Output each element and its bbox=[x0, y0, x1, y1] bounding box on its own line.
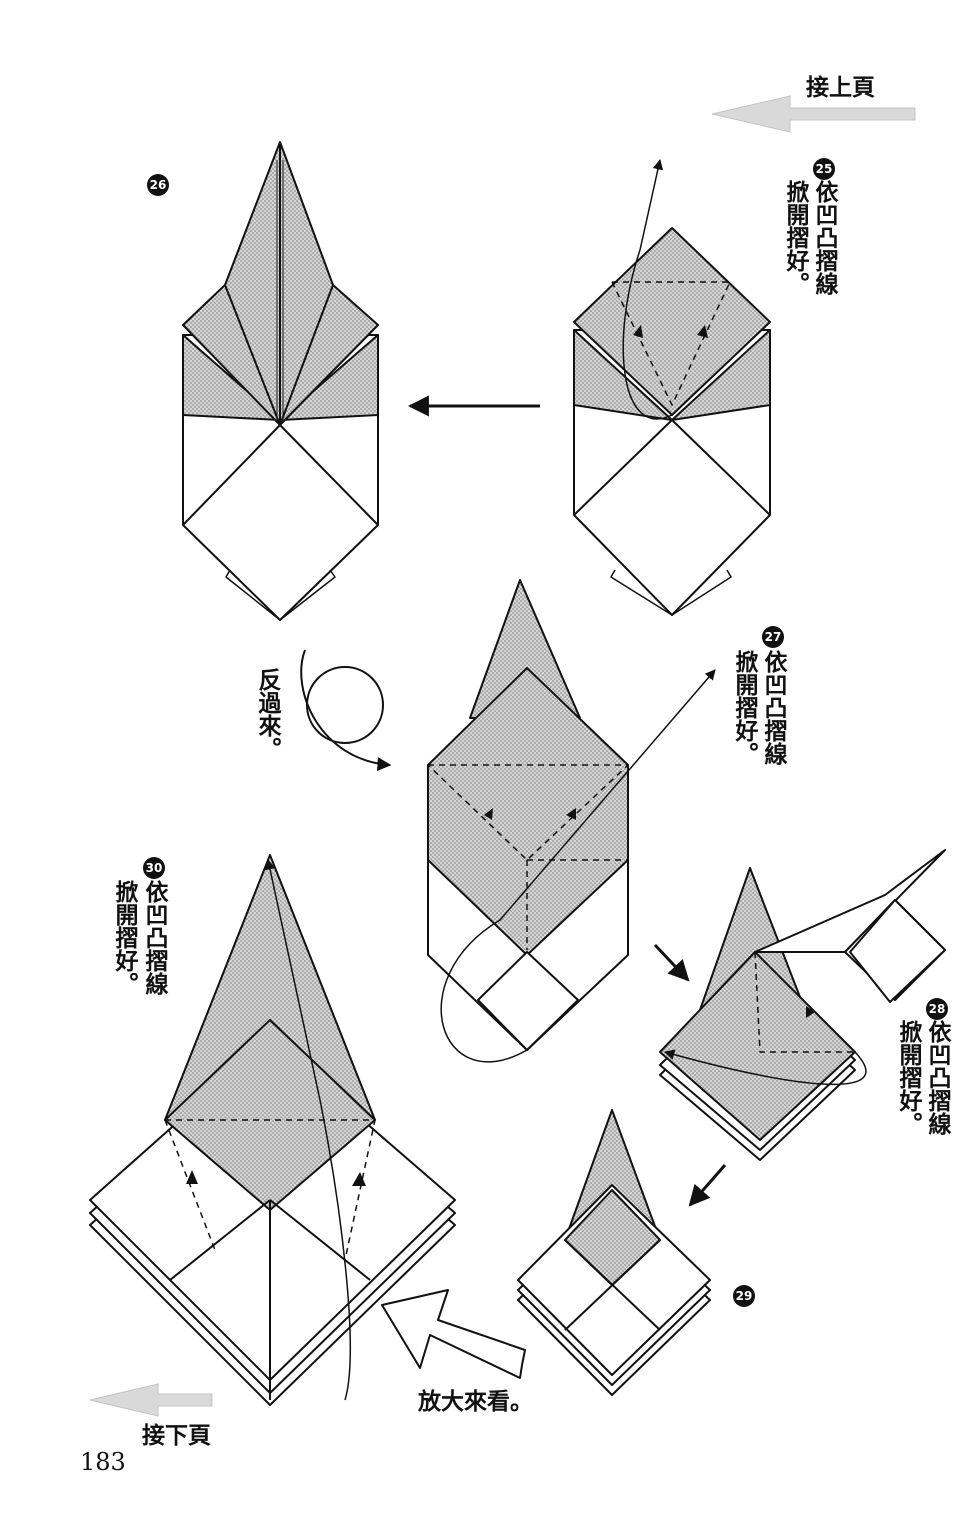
step-27-instruction-col2: 掀開摺好。 bbox=[731, 650, 757, 765]
step-25-number: 25 bbox=[813, 158, 835, 180]
zoom-arrow bbox=[381, 1289, 526, 1379]
step-30-number: 30 bbox=[143, 857, 165, 879]
step-28-number: 28 bbox=[926, 998, 948, 1020]
step-27-number: 27 bbox=[762, 626, 784, 648]
step-27-figure bbox=[427, 579, 716, 1063]
step-25-instruction-col2: 掀開摺好。 bbox=[782, 180, 808, 295]
step-25-figure bbox=[573, 158, 771, 616]
step-30-figure bbox=[89, 854, 456, 1406]
step-28-instruction-col1: 依凹凸摺線 bbox=[924, 1020, 950, 1135]
step-29-number: 29 bbox=[733, 1285, 755, 1307]
step-26-figure bbox=[182, 141, 379, 621]
step-29-figure bbox=[517, 1109, 711, 1396]
prev-page-arrow bbox=[711, 95, 916, 133]
flip-over-arrow bbox=[300, 649, 392, 772]
step-arrow-27-to-28 bbox=[653, 943, 690, 982]
prev-page-label: 接上頁 bbox=[806, 75, 875, 101]
step-30-instruction-col1: 依凹凸摺線 bbox=[141, 880, 167, 995]
step-arrow-28-to-29 bbox=[688, 1164, 727, 1207]
step-26-number: 26 bbox=[147, 174, 169, 196]
page-number: 183 bbox=[80, 1448, 126, 1476]
step-28-figure bbox=[659, 849, 946, 1161]
next-page-label: 接下頁 bbox=[142, 1423, 211, 1449]
step-27-instruction-col1: 依凹凸摺線 bbox=[760, 650, 786, 765]
next-page-arrow bbox=[89, 1383, 213, 1417]
step-25-instruction-col1: 依凹凸摺線 bbox=[811, 180, 837, 295]
step-30-instruction-col2: 掀開摺好。 bbox=[111, 880, 137, 995]
flip-over-label: 反過來。 bbox=[254, 668, 280, 760]
zoom-in-label: 放大來看。 bbox=[418, 1389, 533, 1415]
step-28-instruction-col2: 掀開摺好。 bbox=[895, 1020, 921, 1135]
